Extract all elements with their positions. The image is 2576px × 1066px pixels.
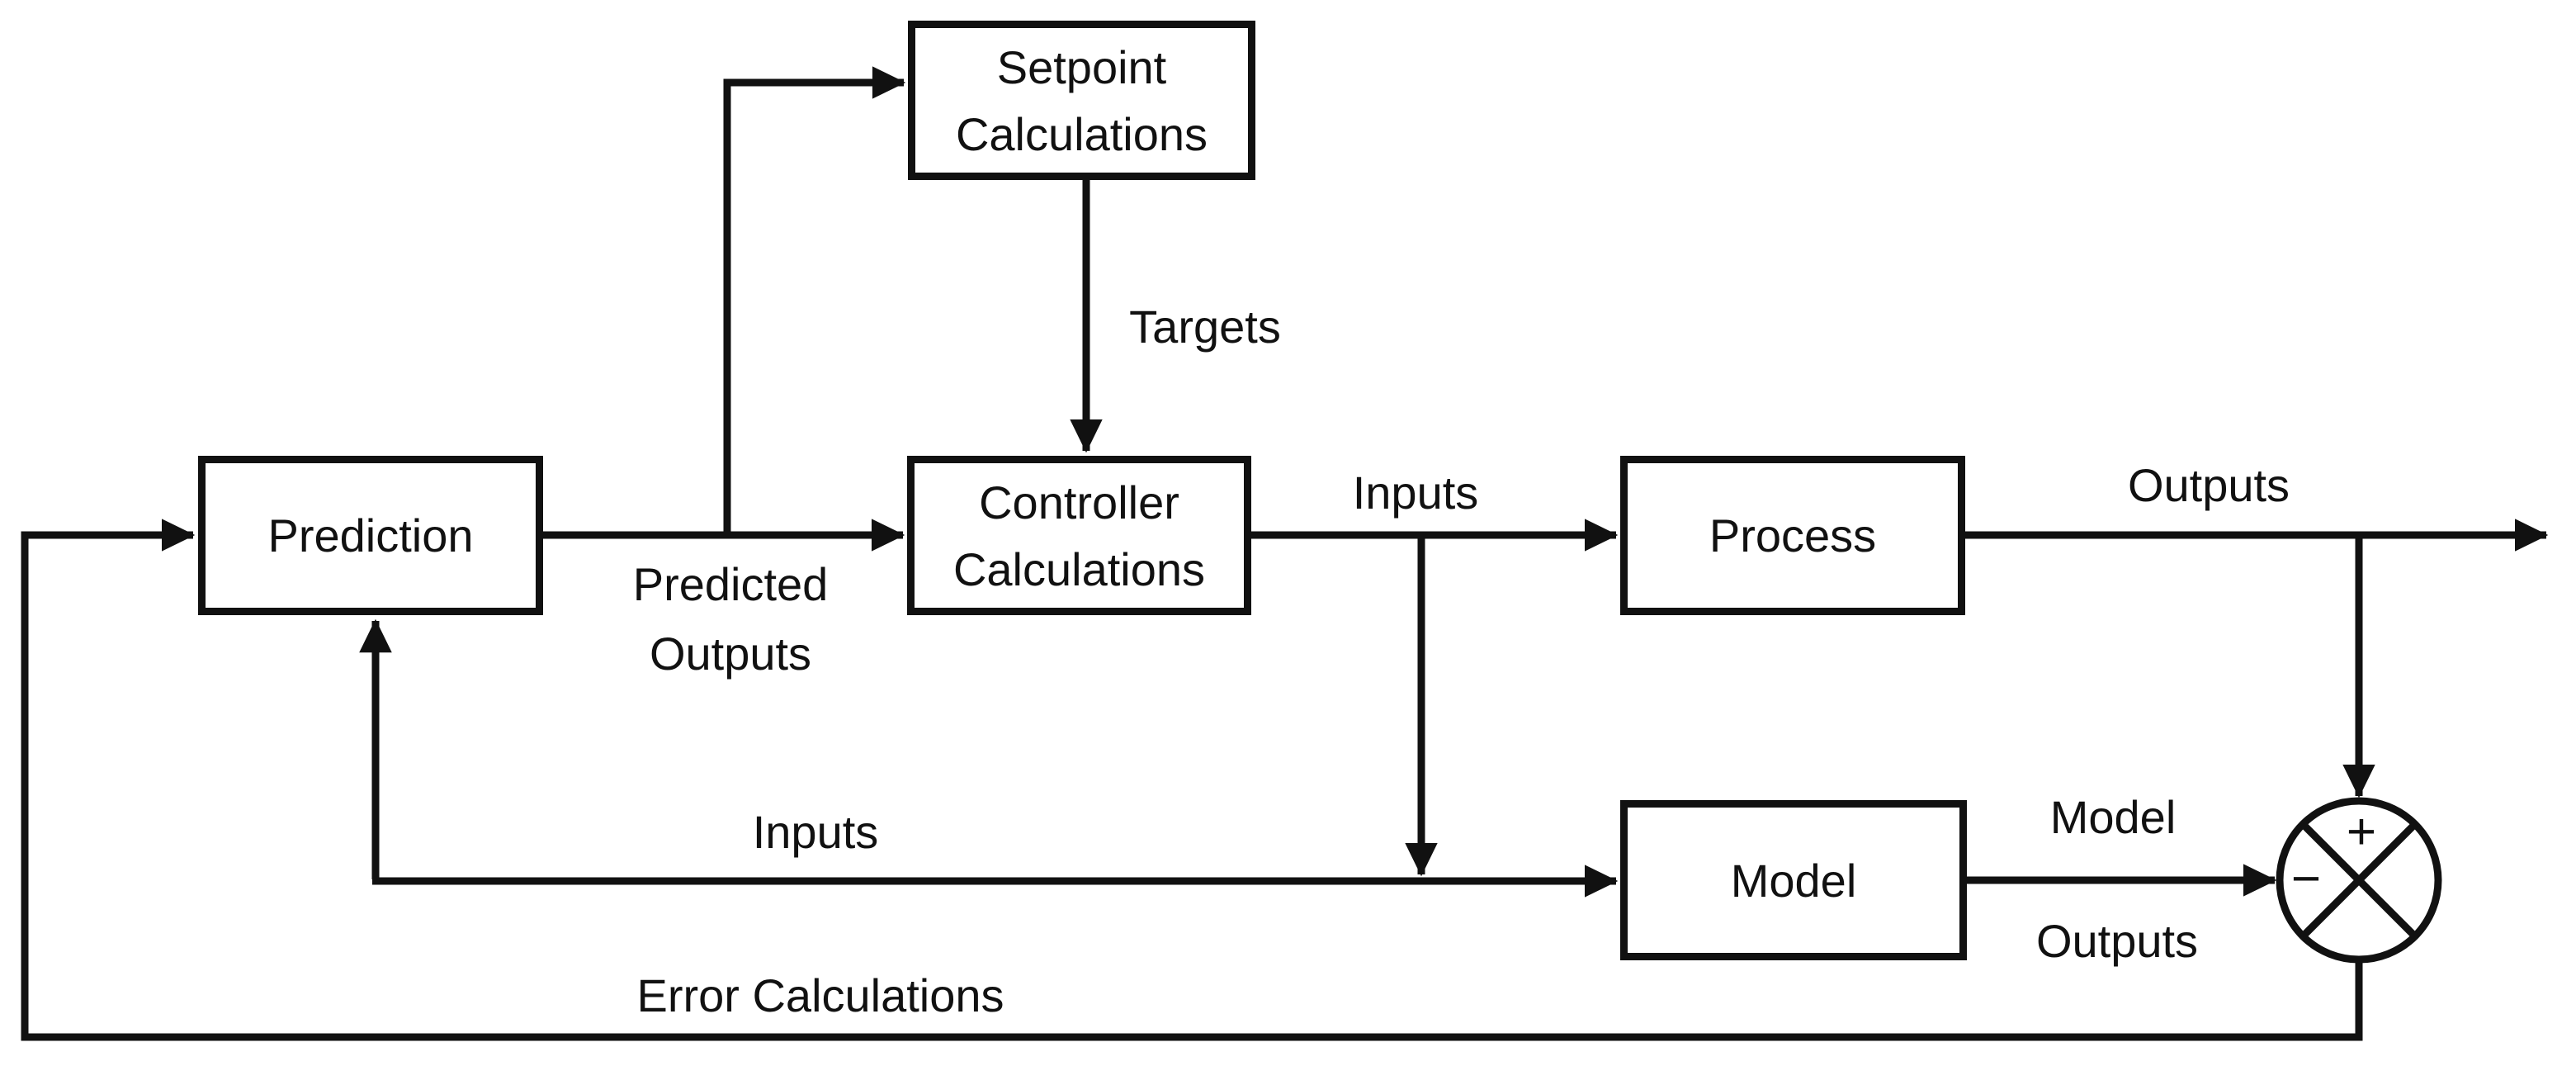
- edge-label-targets: Targets: [1129, 301, 1281, 353]
- summing-junction-diagonal: [2299, 821, 2418, 940]
- edge-label-predicted-outputs: Predicted Outputs: [633, 550, 829, 689]
- edge-label-inputs-upper: Inputs: [1352, 467, 1479, 519]
- block-label-line: Controller: [979, 476, 1179, 528]
- block-label-line: Setpoint: [996, 40, 1167, 93]
- edge-label-model-outputs-line1: Model: [2049, 791, 2177, 843]
- block-model: Model: [1620, 800, 1967, 960]
- block-prediction: Prediction: [198, 456, 543, 615]
- arrow-branch-to-setpoint: [723, 66, 906, 538]
- arrow-error-feedback-to-prediction: [21, 519, 2363, 1041]
- sum-plus-sign: +: [2347, 803, 2376, 860]
- block-label-line: Process: [1709, 509, 1877, 561]
- block-process: Process: [1620, 456, 1965, 615]
- edge-label-line: Outputs: [649, 628, 812, 680]
- edge-label-error-calculations: Error Calculations: [636, 969, 1004, 1021]
- edge-label-inputs-lower: Inputs: [752, 806, 879, 858]
- edge-label-outputs: Outputs: [2127, 459, 2290, 511]
- block-setpoint-calculations: Setpoint Calculations: [908, 21, 1255, 180]
- edge-label-line: Predicted: [632, 558, 829, 610]
- block-label-line: Prediction: [267, 509, 474, 561]
- summing-junction: + −: [2276, 797, 2442, 964]
- block-label-line: Calculations: [952, 542, 1206, 595]
- block-label-line: Calculations: [955, 107, 1208, 160]
- block-label-line: Model: [1730, 854, 1857, 907]
- edge-label-model-outputs-line2: Outputs: [2035, 915, 2199, 967]
- block-controller-calculations: Controller Calculations: [907, 456, 1251, 615]
- sum-minus-sign: −: [2291, 850, 2321, 907]
